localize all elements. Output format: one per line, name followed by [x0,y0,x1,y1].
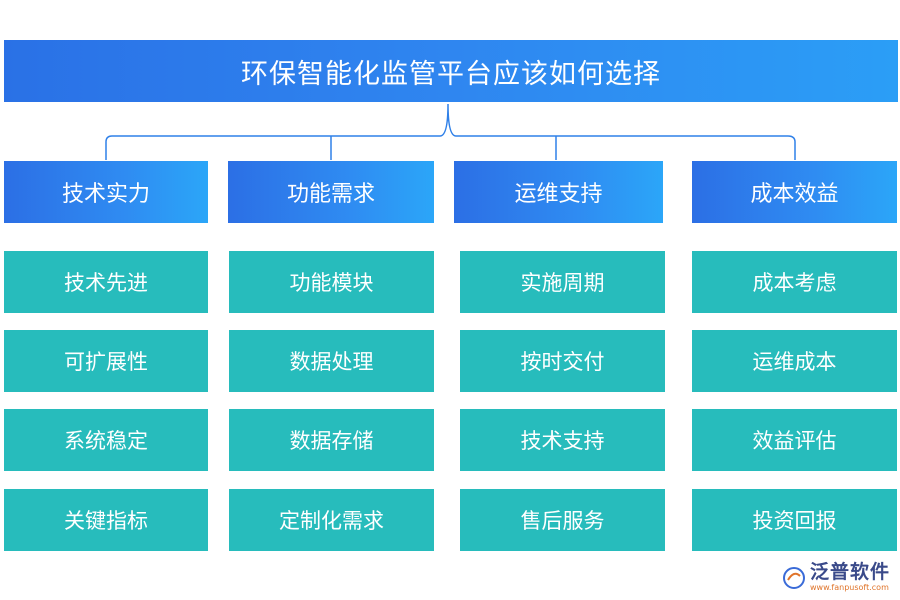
logo-name: 泛普软件 [809,561,890,583]
item-box: 按时交付 [460,330,665,392]
item-box: 投资回报 [692,489,897,551]
bracket-connector [105,103,796,160]
item-box: 技术先进 [4,251,208,313]
item-box: 关键指标 [4,489,208,551]
item-box: 成本考虑 [692,251,897,313]
category-cost-benefit: 成本效益 [692,161,897,223]
category-function-needs: 功能需求 [228,161,434,223]
item-box: 功能模块 [229,251,434,313]
item-box: 运维成本 [692,330,897,392]
diagram-title: 环保智能化监管平台应该如何选择 [4,40,898,102]
item-box: 数据存储 [229,409,434,471]
item-box: 定制化需求 [229,489,434,551]
category-ops-support: 运维支持 [454,161,663,223]
logo-url: www.fanpusoft.com [809,583,889,592]
item-box: 系统稳定 [4,409,208,471]
brand-logo: 泛普软件 www.fanpusoft.com [782,563,890,592]
item-box: 实施周期 [460,251,665,313]
item-box: 数据处理 [229,330,434,392]
item-box: 可扩展性 [4,330,208,392]
item-box: 效益评估 [692,409,897,471]
item-box: 售后服务 [460,489,665,551]
fanpu-logo-icon [782,566,805,589]
item-box: 技术支持 [460,409,665,471]
category-tech-strength: 技术实力 [4,161,208,223]
